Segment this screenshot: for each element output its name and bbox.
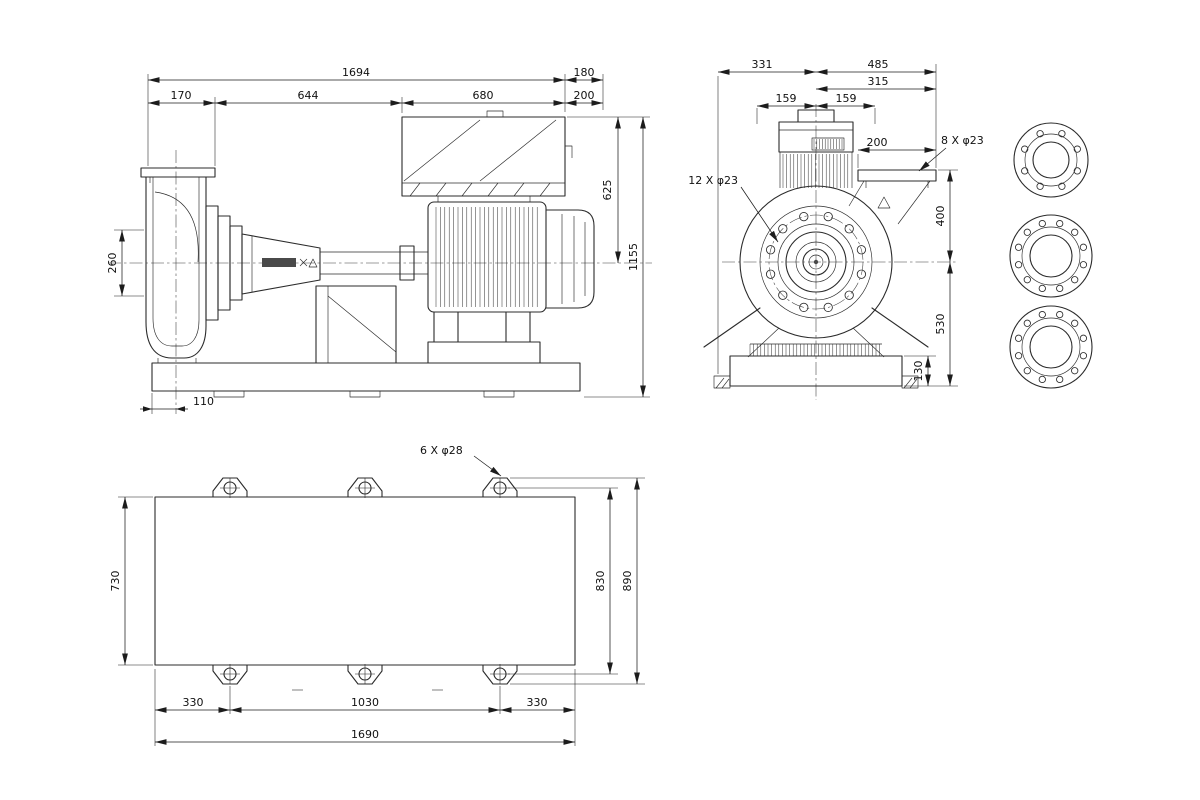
plan-view: 730 830 890 330 1030 330 1690 6 X φ28	[109, 444, 645, 746]
lifting-lug	[486, 110, 504, 118]
dim-height-to-top: 625	[601, 180, 614, 201]
dim-total-height: 1155	[627, 243, 640, 271]
suction-bolt-holes	[765, 211, 867, 313]
bolt-circle	[768, 214, 864, 310]
vent-grille	[813, 139, 843, 149]
dim-motor-section: 680	[473, 89, 494, 102]
baseplate-side	[151, 362, 581, 392]
dim-half-width-right: 159	[836, 92, 857, 105]
annotation-anchor-bolts: 6 X φ28	[420, 444, 463, 457]
x-mark	[299, 258, 308, 267]
side-view: 1694 180 170 644 680 200 625 1155 260 11…	[106, 66, 652, 414]
volute-casing-front	[739, 185, 893, 339]
front-view: 331 485 315 159 159 200 400 530 130 12 X…	[688, 58, 984, 400]
cooling-top-box	[401, 116, 566, 197]
dim-half-width-left: 159	[776, 92, 797, 105]
flange-bottom	[1009, 305, 1093, 389]
annotation-casing-bolts: 12 X φ23	[688, 174, 738, 187]
flange-middle-holes	[1014, 219, 1088, 293]
flange-top-holes	[1021, 130, 1081, 190]
dim-lug-span-across: 890	[621, 571, 634, 592]
dim-pump-section: 644	[298, 89, 319, 102]
leader-casing-bolts	[740, 186, 779, 243]
dim-flange-to-centerline: 400	[934, 206, 947, 227]
dim-hole-span-across: 830	[594, 571, 607, 592]
discharge-flange-front	[857, 169, 937, 182]
front-view-dimensions: 331 485 315 159 159 200 400 530 130 12 X…	[688, 58, 984, 387]
dim-total-length: 1694	[342, 66, 370, 79]
dim-port-height: 260	[106, 253, 119, 274]
dim-plate-width: 730	[109, 571, 122, 592]
baseplate-front	[729, 355, 903, 387]
side-view-dimensions: 1694 180 170 644 680 200 625 1155 260 11…	[106, 66, 650, 414]
terminal-box-front	[778, 121, 854, 153]
annotation-discharge-bolts: 8 X φ23	[941, 134, 984, 147]
dim-end-to-hole-left: 330	[183, 696, 204, 709]
triangle-mark	[308, 258, 318, 268]
flange-bottom-holes	[1014, 310, 1088, 384]
dim-hole-spacing: 1030	[351, 696, 379, 709]
dim-center-to-right: 485	[868, 58, 889, 71]
leader-anchor-bolts	[473, 455, 502, 477]
saddle-hatch	[749, 344, 880, 356]
leader-discharge-bolts	[918, 147, 947, 172]
dim-flange-offset: 170	[171, 89, 192, 102]
flange-top	[1013, 122, 1089, 198]
baseplate-plan	[154, 496, 576, 666]
dim-plate-length: 1690	[351, 728, 379, 741]
dim-overhang: 180	[574, 66, 595, 79]
dim-end-section: 200	[574, 89, 595, 102]
brand-logo	[262, 258, 296, 267]
plan-view-dimensions: 730 830 890 330 1030 330 1690 6 X φ28	[109, 444, 645, 746]
vent-triangle	[877, 196, 891, 209]
dim-centerline-to-base: 530	[934, 314, 947, 335]
shaft-center	[813, 259, 819, 265]
motor-fins	[435, 207, 538, 307]
dim-base-setback: 110	[193, 395, 214, 408]
dim-flange-width: 200	[867, 136, 888, 149]
bearing-frame	[241, 233, 321, 295]
dim-center-to-flange-edge: 315	[868, 75, 889, 88]
dim-end-to-hole-right: 330	[527, 696, 548, 709]
motor-fins-front	[782, 154, 849, 188]
motor-stool	[427, 341, 541, 364]
flange-middle	[1009, 214, 1093, 298]
fan-cover	[545, 209, 595, 309]
dim-base-height: 130	[912, 361, 925, 382]
motor-foot-left	[433, 311, 459, 343]
dim-center-to-left: 331	[752, 58, 773, 71]
pump-casing-side	[145, 176, 207, 359]
flange-details	[1009, 122, 1093, 389]
discharge-flange-side	[140, 167, 216, 178]
motor-foot-right	[505, 311, 531, 343]
